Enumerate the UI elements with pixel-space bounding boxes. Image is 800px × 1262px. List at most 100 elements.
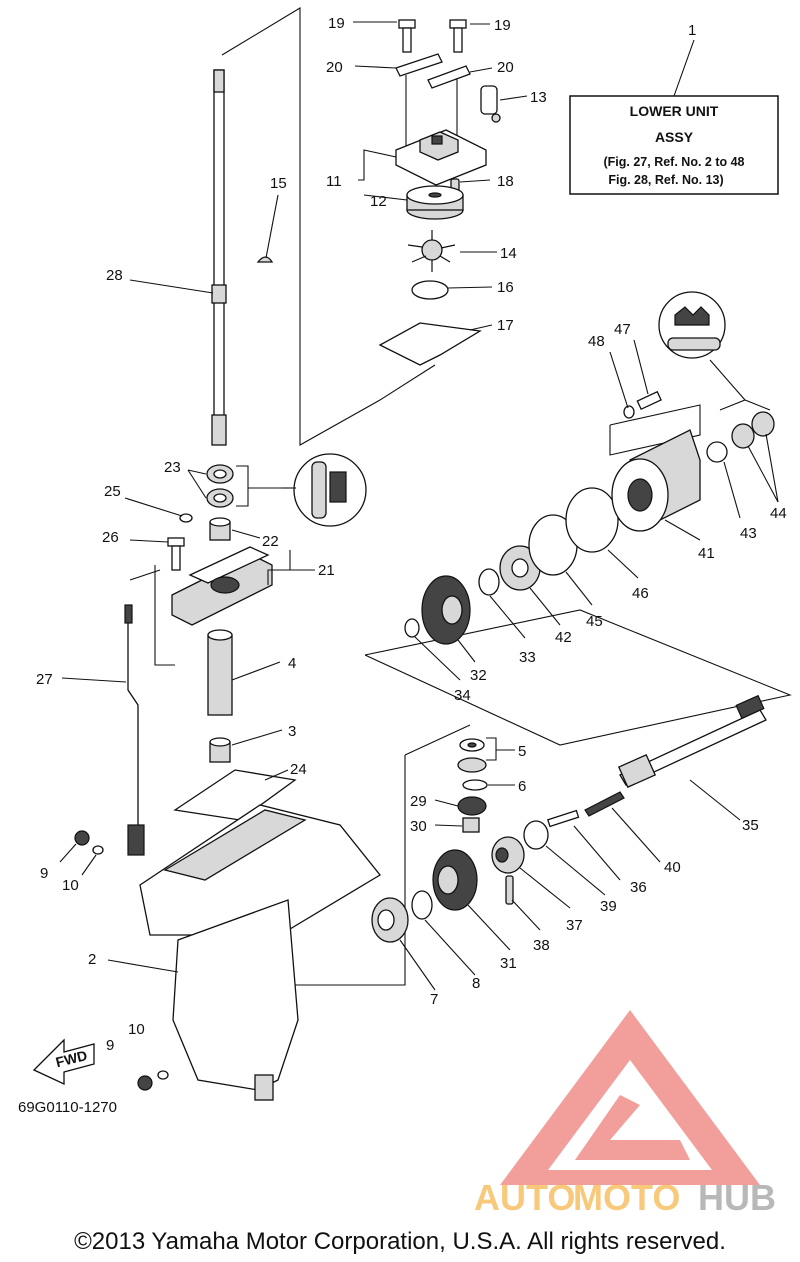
collar-3 (209, 737, 231, 763)
box-title-1: LOWER UNIT (630, 103, 719, 119)
fwd-label: FWD (54, 1047, 89, 1070)
gasket-17 (378, 322, 482, 366)
insert-cartridge-12 (406, 185, 464, 220)
callout-2: 2 (88, 951, 96, 968)
nut-30 (462, 817, 480, 833)
lower-case-2 (139, 804, 381, 1101)
gasket-10-top (92, 845, 104, 855)
callout-23: 23 (164, 459, 181, 476)
bearing-5 (457, 757, 487, 773)
callout-32: 32 (470, 667, 487, 684)
callout-37: 37 (566, 917, 583, 934)
o-ring-25 (179, 513, 193, 523)
bolt-19-right (449, 19, 467, 53)
bushing-43 (706, 441, 728, 463)
copyright-notice: ©2013 Yamaha Motor Corporation, U.S.A. A… (74, 1228, 726, 1255)
callout-10a: 10 (62, 877, 79, 894)
callout-30: 30 (410, 818, 427, 835)
lower-unit-assy-box: 1 LOWER UNIT ASSY (Fig. 27, Ref. No. 2 t… (569, 22, 779, 195)
pinion-29 (457, 796, 487, 816)
callout-17: 17 (497, 317, 514, 334)
automotohub-watermark (500, 1010, 760, 1185)
gasket-24 (173, 769, 297, 821)
box-ref-1: (Fig. 27, Ref. No. 2 to 48 (604, 155, 745, 169)
callout-26: 26 (102, 529, 119, 546)
dog-clutch-37 (491, 836, 525, 874)
callout-46: 46 (632, 585, 649, 602)
bearing-housing-21 (171, 546, 273, 626)
callout-numbers: 19 19 20 20 13 11 12 18 14 16 17 15 28 4… (36, 15, 787, 1054)
shim-34 (404, 618, 420, 638)
callout-1: 1 (688, 22, 696, 39)
callout-40: 40 (664, 859, 681, 876)
woodruff-key (256, 256, 274, 263)
callout-39: 39 (600, 898, 617, 915)
callout-45: 45 (586, 613, 603, 630)
leader-lines (59, 21, 779, 991)
shim-8 (411, 890, 433, 920)
shift-rod-27 (124, 604, 145, 856)
screw-9-bottom (137, 1075, 153, 1091)
callout-31: 31 (500, 955, 517, 972)
reverse-gear-32 (421, 575, 471, 645)
callout-9a: 9 (40, 865, 48, 882)
callout-28: 28 (106, 267, 123, 284)
callout-43: 43 (740, 525, 757, 542)
callout-13: 13 (530, 89, 547, 106)
callout-19a: 19 (328, 15, 345, 32)
shim-33 (478, 568, 500, 596)
callout-20b: 20 (497, 59, 514, 76)
bushing-22 (209, 517, 231, 541)
callout-15: 15 (270, 175, 287, 192)
propeller-shaft-35 (617, 694, 767, 789)
callout-42: 42 (555, 629, 572, 646)
drive-shaft (211, 69, 227, 446)
diagram-code: 69G0110-1270 (18, 1099, 117, 1116)
pin-38 (505, 875, 514, 905)
callout-3: 3 (288, 723, 296, 740)
box-title-2: ASSY (655, 129, 694, 145)
bearing-23-bottom (206, 488, 234, 508)
callout-33: 33 (519, 649, 536, 666)
callout-21: 21 (318, 562, 335, 579)
assembly-guide-lines (129, 7, 792, 986)
watermark-text-auto: AUTO (474, 1177, 575, 1218)
callout-22: 22 (262, 533, 279, 550)
propeller-shaft-housing-41 (611, 429, 701, 532)
cartridge-13 (480, 85, 501, 123)
callout-6: 6 (518, 778, 526, 795)
callout-11: 11 (326, 173, 342, 190)
grease-icon-44 (658, 291, 726, 359)
sleeve-4 (207, 629, 233, 716)
callout-25: 25 (104, 483, 121, 500)
seal-44b (751, 411, 775, 437)
callout-44: 44 (770, 505, 787, 522)
seal-44a (731, 423, 755, 449)
water-pump-housing (395, 129, 487, 186)
ring-39 (523, 820, 549, 850)
callout-19b: 19 (494, 17, 511, 34)
watermark-text-moto: MOTO (573, 1177, 680, 1218)
spring-40 (584, 791, 625, 817)
impeller (407, 230, 456, 272)
callout-4: 4 (288, 655, 296, 672)
washer-48 (623, 405, 635, 419)
plate-20-left (395, 53, 443, 77)
callout-24: 24 (290, 761, 307, 778)
gasket-10-bottom (157, 1070, 169, 1080)
bearing-7 (371, 897, 409, 943)
callout-10b: 10 (128, 1021, 145, 1038)
screw-9-top (74, 830, 90, 846)
plate-20-right (427, 65, 471, 89)
bolt-26 (167, 537, 185, 571)
callout-29: 29 (410, 793, 427, 810)
callout-47: 47 (614, 321, 631, 338)
fwd-arrow-icon (32, 1038, 95, 1086)
callout-34: 34 (454, 687, 471, 704)
bolt-47 (636, 390, 662, 411)
forward-gear-31 (432, 849, 478, 911)
callout-16: 16 (497, 279, 514, 296)
shim-6 (462, 779, 488, 791)
o-ring-46 (565, 487, 619, 553)
